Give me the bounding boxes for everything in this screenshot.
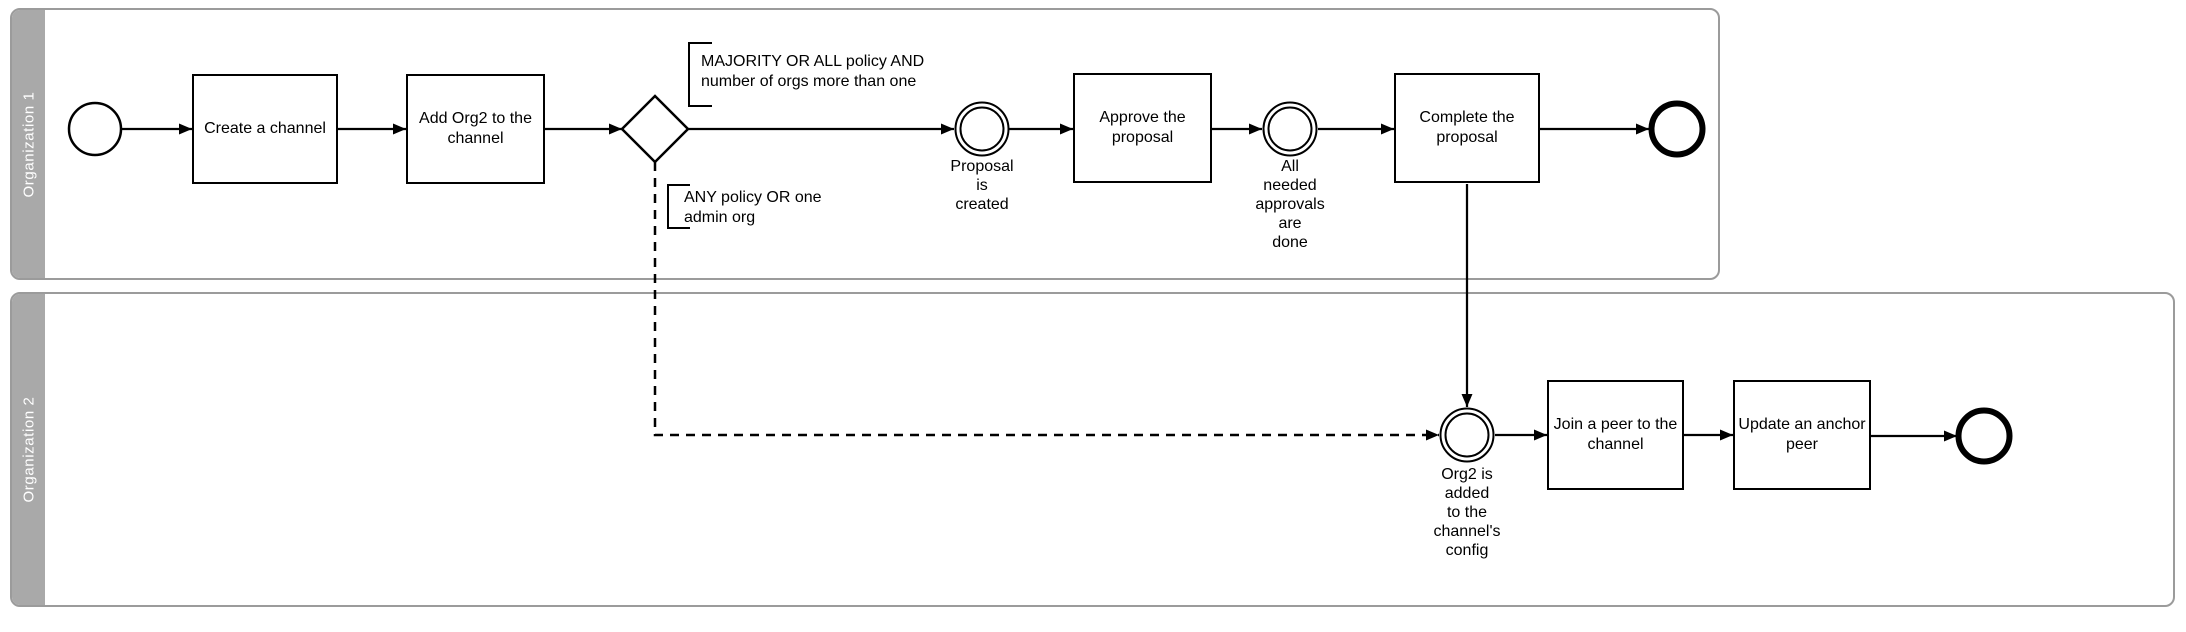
task-update-anchor: Update an anchor peer bbox=[1733, 380, 1871, 490]
task-label-line: proposal bbox=[1436, 129, 1498, 146]
lane-1-label-bar: Organization 1 bbox=[12, 10, 45, 278]
annotation-any-bracket bbox=[667, 184, 690, 229]
event-approvals-done bbox=[1262, 101, 1318, 157]
event-proposal-created bbox=[954, 101, 1010, 157]
annotation-majority-text: MAJORITY OR ALL policy AND number of org… bbox=[701, 53, 925, 90]
task-label-line: proposal bbox=[1111, 129, 1174, 146]
start-event bbox=[67, 101, 123, 157]
task-label-line: Create a channel bbox=[204, 120, 326, 137]
task-label-line: Complete the bbox=[1419, 109, 1515, 126]
event-proposal-created-label: Proposal is created bbox=[950, 158, 1014, 213]
task-label-line: channel bbox=[447, 130, 504, 147]
lane-2-label-bar: Organization 2 bbox=[12, 294, 45, 605]
annotation-majority-bracket bbox=[688, 42, 712, 107]
task-complete-proposal: Complete the proposal bbox=[1394, 73, 1540, 183]
task-join-peer: Join a peer to the channel bbox=[1547, 380, 1684, 490]
task-label-line: peer bbox=[1785, 436, 1819, 453]
task-label-line: Update an anchor bbox=[1738, 416, 1866, 433]
event-org2-added bbox=[1439, 407, 1495, 463]
task-add-org2: Add Org2 to the channel bbox=[406, 74, 545, 184]
end-event-org2 bbox=[1955, 407, 2013, 465]
flow-gateway-to-org2-added-dashed bbox=[653, 162, 1439, 441]
task-label-line: Approve the bbox=[1099, 109, 1186, 126]
task-label-line: Join a peer to the bbox=[1553, 416, 1678, 433]
end-event-org1 bbox=[1648, 100, 1706, 158]
event-approvals-done-label: All needed approvals are done bbox=[1255, 158, 1325, 251]
annotation-any-text: ANY policy OR one admin org bbox=[684, 189, 822, 226]
event-org2-added-label: Org2 is added to the channel's config bbox=[1433, 466, 1501, 559]
task-label-line: Add Org2 to the bbox=[419, 110, 532, 127]
task-create-channel: Create a channel bbox=[192, 74, 338, 184]
gateway-policy-decision bbox=[620, 94, 690, 164]
task-approve-proposal: Approve the proposal bbox=[1073, 73, 1212, 183]
task-label-line: channel bbox=[1587, 436, 1644, 453]
